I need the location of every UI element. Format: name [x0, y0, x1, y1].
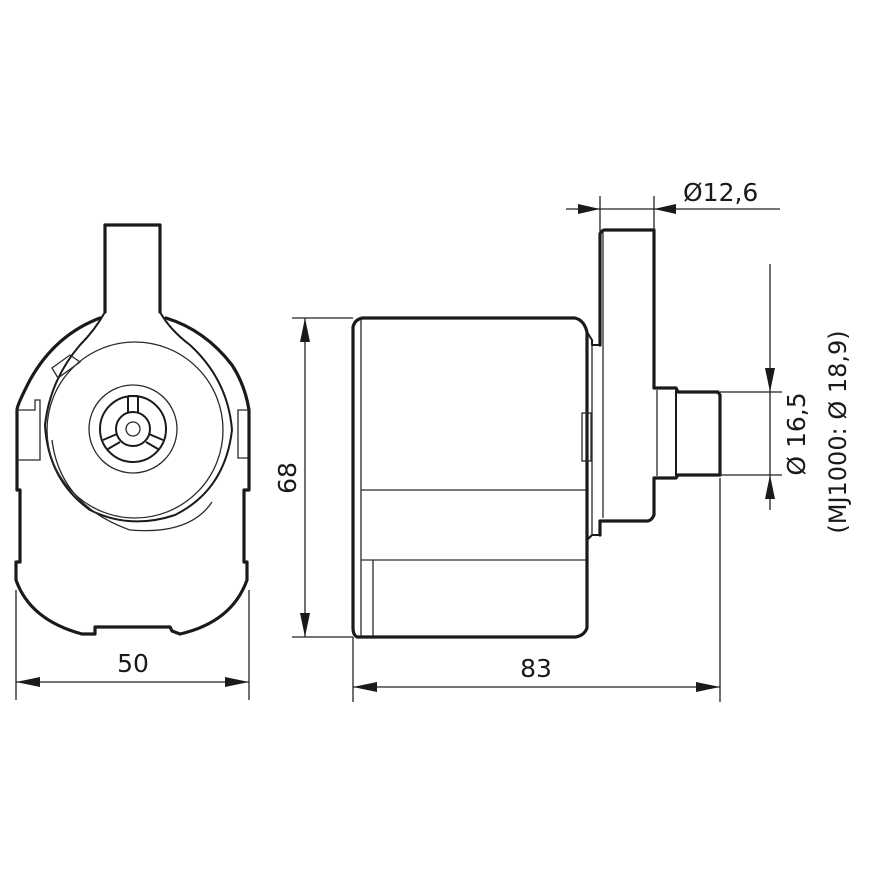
impeller-hub — [115, 411, 151, 447]
front-housing-outline — [14, 316, 251, 636]
front-cover-outline — [44, 311, 233, 523]
arrowhead-icon — [300, 318, 310, 342]
height-label: 68 — [273, 462, 302, 494]
outlet-diameter-label: Ø12,6 — [683, 178, 758, 207]
arrowhead-icon — [578, 204, 600, 214]
front-outlet-spout — [103, 223, 162, 314]
impeller-outer-ring — [88, 384, 178, 474]
front-rotor-ring — [46, 341, 224, 519]
arrowhead-icon — [765, 475, 775, 499]
front-left-tab — [51, 354, 82, 379]
arrowhead-icon — [654, 204, 676, 214]
flange-outline — [586, 331, 600, 628]
arrowhead-icon — [225, 677, 249, 687]
side-view: Ø12,6 68 83 Ø 16,5 (MJ1000: Ø 18,9) — [273, 178, 852, 702]
impeller-shaft — [125, 421, 141, 437]
arrowhead-icon — [765, 368, 775, 392]
front-rotor-ring-outer — [51, 439, 213, 532]
front-left-clip — [17, 399, 41, 461]
pump-housing-outline — [598, 228, 722, 537]
arrowhead-icon — [300, 613, 310, 637]
arrowhead-icon — [353, 682, 377, 692]
motor-body-outline — [351, 316, 589, 639]
flange-clip — [581, 412, 592, 462]
inlet-note-label: (MJ1000: Ø 18,9) — [824, 330, 852, 533]
front-view: 50 — [14, 223, 251, 700]
impeller-vanes — [102, 395, 164, 450]
front-right-clip — [237, 409, 249, 459]
front-width-label: 50 — [117, 649, 149, 678]
impeller-inner-ring — [99, 395, 167, 463]
arrowhead-icon — [16, 677, 40, 687]
inlet-diameter-label: Ø 16,5 — [782, 392, 811, 475]
length-label: 83 — [520, 654, 552, 683]
arrowhead-icon — [696, 682, 720, 692]
